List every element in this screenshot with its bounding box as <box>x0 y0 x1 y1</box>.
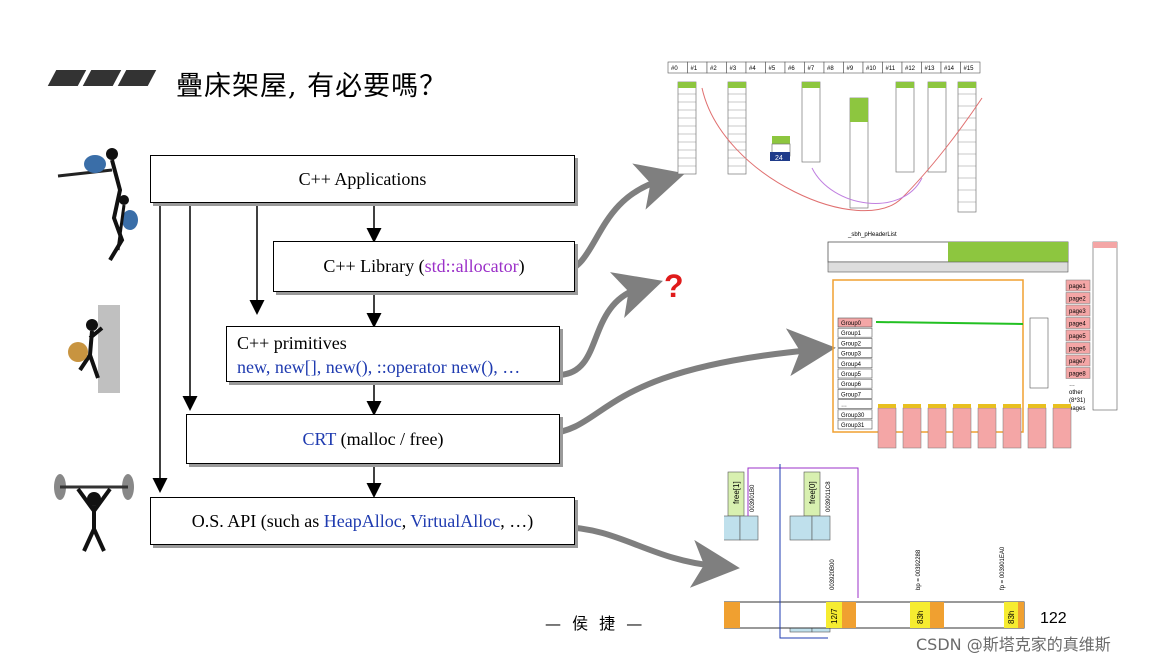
climber-figure-icon <box>57 148 138 262</box>
cpp-applications-layer: C++ Applications <box>150 155 575 203</box>
group-label: Group4 <box>841 362 862 368</box>
std-allocator-label: std::allocator <box>424 256 519 276</box>
page-cell <box>1065 317 1091 329</box>
other-pages-label: other <box>1069 390 1083 396</box>
group-label: Group6 <box>841 382 862 388</box>
group-cell <box>837 317 873 328</box>
page-label: page8 <box>1069 372 1086 378</box>
page-cell <box>1065 329 1091 342</box>
group-label: … <box>841 403 847 409</box>
os-api-layer: O.S. API (such as HeapAlloc, VirtualAllo… <box>150 497 575 545</box>
group-label: Group31 <box>841 423 865 429</box>
allocator-freelist-diagram: #0 #1 #2 #3 #4 #5 #6 #7 #8 #9 #10 #11 #12 #13 #14 #15 2… <box>667 61 983 213</box>
page-label: page1 <box>1069 284 1086 290</box>
page-cell <box>1065 354 1091 367</box>
group-cell <box>837 419 873 430</box>
slot-label: #9 <box>847 66 854 72</box>
group-cell <box>837 409 873 420</box>
group-cell <box>837 399 873 409</box>
slot-label: #5 <box>769 66 776 72</box>
slot-label: #6 <box>788 66 795 72</box>
other-pages-label: pages <box>1069 406 1085 412</box>
group-label: Group1 <box>841 331 862 337</box>
group-label: Group3 <box>841 352 862 358</box>
slot-label: #7 <box>808 66 815 72</box>
address-label-a: 003901B0 <box>750 484 756 512</box>
wall-climber-figure-icon <box>68 305 120 393</box>
page-label: page6 <box>1069 347 1086 353</box>
page-label: page3 <box>1069 309 1086 315</box>
sbh-heap-diagram: _sbh_pHeaderList Group0Group1Group2Group… <box>827 232 1118 449</box>
page-label: page2 <box>1069 297 1086 303</box>
other-pages-label: … <box>1069 382 1075 388</box>
block-size-label: 24 <box>775 155 783 162</box>
cell-label-83h-a: 83h <box>916 611 925 624</box>
crt-layer: CRT (malloc / free) <box>186 414 560 464</box>
page-cell <box>1065 292 1091 304</box>
cpp-primitives-layer: C++ primitives new, new[], new(), ::oper… <box>226 326 560 382</box>
page-label: page5 <box>1069 334 1086 340</box>
group-label: Group7 <box>841 392 862 398</box>
header-list-label: _sbh_pHeaderList <box>847 232 897 238</box>
cpp-primitives-label: C++ primitives <box>237 333 347 353</box>
group-label: Group2 <box>841 341 862 347</box>
os-api-label: O.S. API (such as HeapAlloc, VirtualAllo… <box>191 510 534 531</box>
cell-label-83h-b: 83h <box>1007 611 1016 624</box>
slot-label: #10 <box>866 66 877 72</box>
other-pages-label: (8*31) <box>1069 398 1085 404</box>
cpp-library-label: C++ Library (std::allocator) <box>323 256 525 276</box>
footer-author: — 侯 捷 — <box>545 614 646 633</box>
crt-label: CRT (malloc / free) <box>302 428 444 449</box>
group-cell <box>837 358 873 369</box>
slot-label: #12 <box>905 66 916 72</box>
page-cell <box>1065 279 1091 292</box>
fp-pointer-label: fp = 003901EA0 <box>1000 546 1006 590</box>
slot-label: #13 <box>925 66 936 72</box>
page-cell <box>1065 342 1091 354</box>
slot-label: #11 <box>886 66 896 72</box>
cpp-applications-label: C++ Applications <box>298 168 427 189</box>
group-cell <box>837 368 873 379</box>
bp-pointer-label: bp = 00392288 <box>916 549 922 590</box>
slot-label: #8 <box>827 66 834 72</box>
csdn-watermark: CSDN @斯塔克家的真维斯 <box>916 635 1111 654</box>
slot-cell <box>960 61 981 74</box>
group-label: Group0 <box>841 321 862 327</box>
slot-label: #1 <box>691 66 698 72</box>
group-cell <box>837 348 873 358</box>
free-list-label-0: free[0] <box>808 481 817 504</box>
slot-label: #2 <box>710 66 717 72</box>
weightlifter-figure-icon <box>54 474 134 552</box>
free-list-memory-diagram: free[1] free[0] 003901B0 0039011C8 00392… <box>724 464 1025 639</box>
cpp-library-layer: C++ Library (std::allocator) <box>273 241 575 292</box>
group-cell <box>837 327 873 338</box>
slot-label: #0 <box>671 66 678 72</box>
slide-title: 疊床架屋, 有必要嗎？ <box>176 71 448 102</box>
question-mark: ? <box>664 268 684 304</box>
group-label: Group5 <box>841 372 862 378</box>
cell-label-size: 12/7 <box>830 608 839 624</box>
address-label-b: 0039011C8 <box>826 481 832 512</box>
group-label: Group30 <box>841 413 865 419</box>
page-label: page7 <box>1069 359 1086 365</box>
group-cell <box>837 378 873 389</box>
cpp-primitives-operators: new, new[], new(), ::operator new(), … <box>237 357 521 377</box>
group-cell <box>837 338 873 348</box>
group-cell <box>837 389 873 399</box>
address-label-c: 003920B00 <box>830 559 836 590</box>
page-number: 122 <box>1040 610 1067 627</box>
slot-label: #15 <box>964 66 975 72</box>
free-list-label-1: free[1] <box>732 481 741 504</box>
slot-label: #14 <box>944 66 955 72</box>
page-cell <box>1065 367 1091 379</box>
slot-label: #4 <box>749 66 756 72</box>
slot-label: #3 <box>730 66 737 72</box>
page-cell <box>1065 304 1091 317</box>
page-label: page4 <box>1069 322 1086 328</box>
